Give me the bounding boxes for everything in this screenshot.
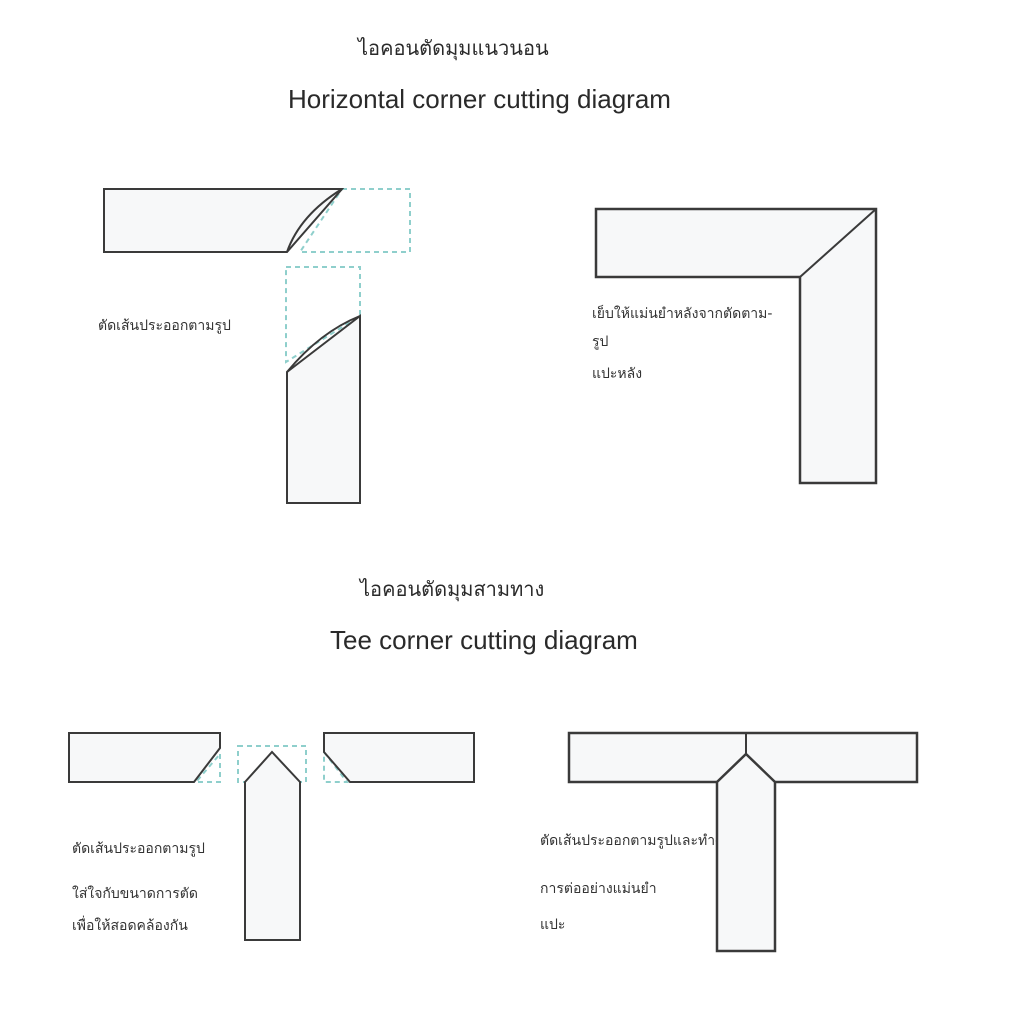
section2-title-thai: ไอคอนตัดมุมสามทาง [360, 577, 545, 601]
section2-left-note-line3: เพื่อให้สอดคล้องกัน [72, 918, 188, 934]
assembled-tee-stem [715, 752, 777, 953]
dashed-cut-guide-center [237, 745, 307, 783]
section2-right-note-line1: ตัดเส้นประออกตามรูปและทำ- [540, 833, 721, 849]
tee-left-strip [68, 732, 221, 783]
section2-right-note-line2: การต่ออย่างแม่นยำ [540, 881, 657, 897]
dashed-cut-guide-right [323, 749, 350, 783]
tee-corner-before [68, 732, 475, 941]
dashed-cut-guide-middle [285, 266, 361, 364]
vertical-strip [286, 313, 361, 504]
section1-right-note-line1: เย็บให้แม่นยำหลังจากตัดตาม- [592, 306, 773, 322]
assembled-l-corner [594, 207, 878, 485]
section1-left-note: ตัดเส้นประออกตามรูป [98, 318, 231, 334]
section1-title-english: Horizontal corner cutting diagram [288, 84, 671, 114]
miter-joint-line [799, 208, 877, 278]
curved-cut-line-top [286, 188, 343, 253]
tee-vertical-strip [244, 750, 301, 941]
section2-left-note-line1: ตัดเส้นประออกตามรูป [72, 841, 205, 857]
section1-right-note-line3: แปะหลัง [592, 366, 643, 382]
dashed-cut-guide-top [298, 188, 411, 253]
section2-title-english: Tee corner cutting diagram [330, 625, 638, 655]
section2-right-note-line3: แปะ [540, 917, 566, 933]
horizontal-corner-assembled [594, 207, 878, 485]
section1-title-thai: ไอคอนตัดมุมแนวนอน [358, 36, 549, 60]
tee-right-strip [323, 732, 475, 783]
section1-right-note-line2: รูป [592, 334, 609, 350]
dashed-cut-guide-left [193, 751, 221, 783]
horizontal-corner-before [103, 188, 411, 504]
section2-left-note-line2: ใส่ใจกับขนาดการตัด [72, 886, 198, 902]
tee-corner-assembled [567, 731, 919, 953]
curved-cut-line-bottom [286, 315, 361, 373]
